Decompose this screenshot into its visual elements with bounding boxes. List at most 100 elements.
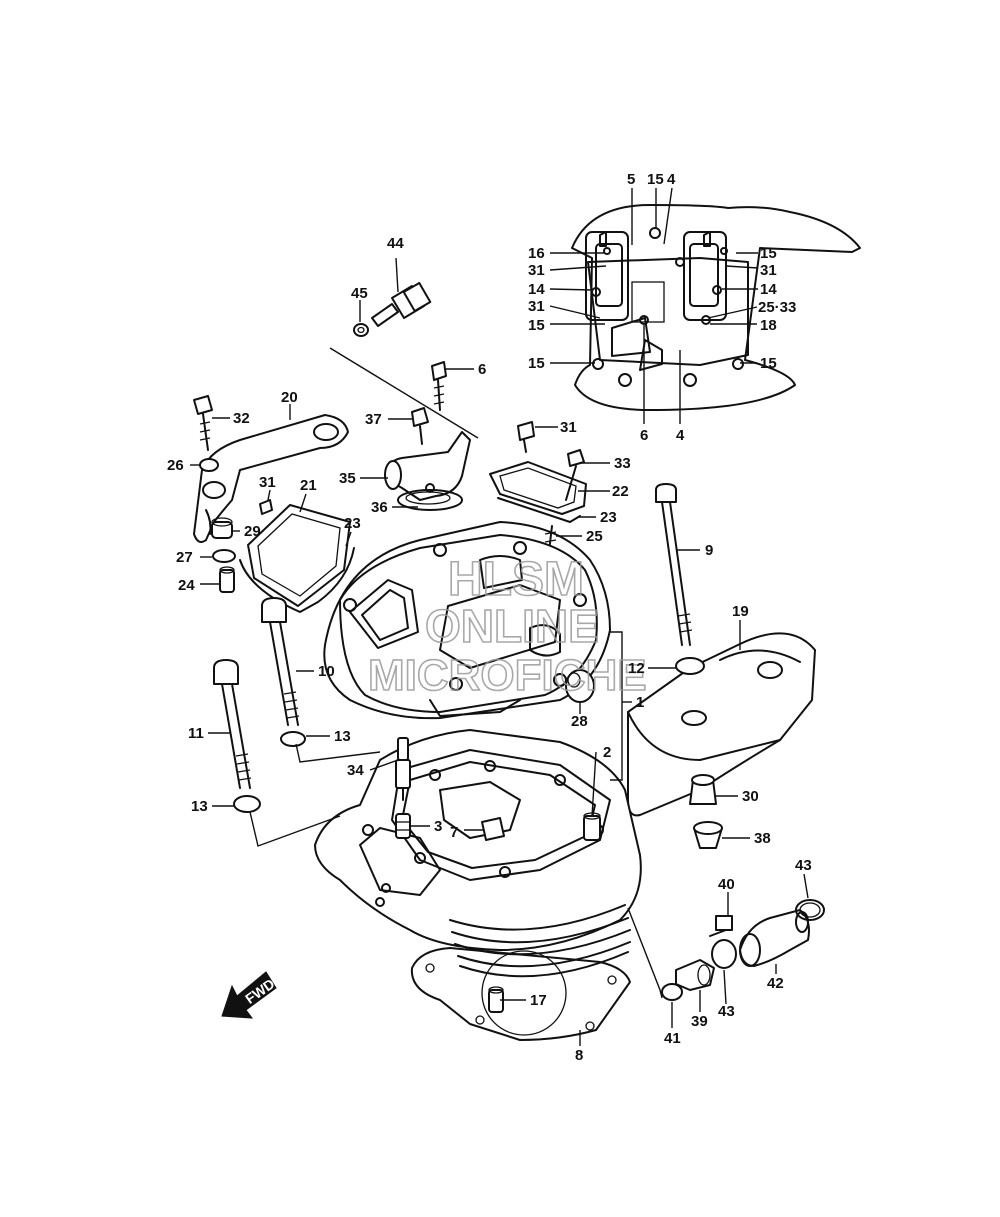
clamp-43-lower	[711, 939, 737, 969]
callout-22: 22	[612, 483, 629, 500]
callout-25: 25	[586, 528, 603, 545]
callout-43: 43	[718, 1003, 735, 1020]
hose-42	[739, 909, 810, 967]
callout-15: 15	[528, 317, 545, 334]
bolt-37	[411, 407, 429, 445]
bolt-32	[193, 395, 213, 451]
callout-26: 26	[167, 457, 184, 474]
callout-21: 21	[300, 477, 317, 494]
callout-23: 23	[344, 515, 361, 532]
valve-cover-21	[239, 504, 355, 613]
callout-20: 20	[281, 389, 298, 406]
callout-4: 4	[676, 427, 685, 444]
inset-leaders	[549, 187, 759, 424]
bolt-31-small	[259, 499, 273, 515]
callout-36: 36	[371, 499, 388, 516]
callout-29: 29	[244, 523, 261, 540]
callout-24: 24	[178, 577, 195, 594]
callout-38: 38	[754, 830, 771, 847]
head-gasket-8	[410, 947, 631, 1041]
spark-plug-34	[395, 737, 411, 801]
callout-31: 31	[760, 262, 777, 279]
cylinder-head-intake-view	[571, 204, 861, 411]
callout-6: 6	[478, 361, 486, 378]
bolt-9	[655, 483, 693, 646]
callout-39: 39	[691, 1013, 708, 1030]
callout-14: 14	[760, 281, 777, 298]
fwd-arrow: FWD	[221, 971, 277, 1019]
callout-31: 31	[528, 262, 545, 279]
cushion-29	[211, 517, 233, 539]
callout-9: 9	[705, 542, 713, 559]
bolt-6	[431, 361, 447, 411]
callout-4: 4	[667, 171, 676, 188]
dowel-17	[488, 986, 504, 1013]
elbow-39	[675, 959, 715, 991]
callout-27: 27	[176, 549, 193, 566]
callout-31: 31	[528, 298, 545, 315]
callout-11: 11	[188, 725, 204, 742]
cushion-38	[693, 821, 723, 849]
washer-27	[212, 549, 236, 563]
callout-15: 15	[528, 355, 545, 372]
bracket-7	[481, 817, 505, 841]
callout-15: 15	[760, 245, 777, 262]
callout-labels: 5 15 4 16 15 31 31 14 14 31 25·33 15 18 …	[167, 171, 812, 1064]
collar-24	[219, 566, 235, 593]
callout-19: 19	[732, 603, 749, 620]
callout-13: 13	[334, 728, 351, 745]
cushion-30	[689, 774, 717, 805]
bracket-20	[193, 414, 349, 543]
cap-19	[627, 632, 816, 817]
callout-12: 12	[628, 660, 645, 677]
callout-3: 3	[434, 818, 442, 835]
union-40	[709, 915, 733, 937]
bolt-31-upper	[517, 421, 535, 453]
leader-lines	[190, 257, 809, 1046]
callout-40: 40	[718, 876, 735, 893]
bolt-11	[213, 659, 252, 789]
callout-44: 44	[387, 235, 404, 252]
callout-17: 17	[530, 992, 547, 1009]
callout-15: 15	[760, 355, 777, 372]
dowel-2	[583, 812, 601, 841]
callout-8: 8	[575, 1047, 583, 1064]
callout-31: 31	[259, 474, 276, 491]
callout-33: 33	[614, 455, 631, 472]
watermark-line-3: MICROFICHE	[368, 651, 647, 700]
callout-35: 35	[339, 470, 356, 487]
callout-15: 15	[647, 171, 664, 188]
clamp-43-upper	[795, 899, 825, 921]
plug-28	[565, 669, 595, 703]
callout-14: 14	[528, 281, 545, 298]
callout-31: 31	[560, 419, 577, 436]
washer-12	[675, 657, 705, 675]
callout-34: 34	[347, 762, 364, 779]
callout-30: 30	[742, 788, 759, 805]
callout-16: 16	[528, 245, 545, 262]
callout-28: 28	[571, 713, 588, 730]
callout-6: 6	[640, 427, 648, 444]
washer-13-upper	[280, 731, 306, 747]
callout-1: 1	[636, 694, 644, 711]
plug-3	[395, 813, 411, 839]
temp-sensor	[353, 281, 432, 337]
cylinder-head-cover	[339, 534, 598, 717]
callout-42: 42	[767, 975, 784, 992]
callout-5: 5	[627, 171, 635, 188]
washer-26	[199, 458, 219, 472]
bolt-10	[261, 597, 300, 726]
callout-43: 43	[795, 857, 812, 874]
callout-10: 10	[318, 663, 335, 680]
callout-45: 45	[351, 285, 368, 302]
watermark-line-2: ONLINE	[425, 600, 599, 652]
callout-23: 23	[600, 509, 617, 526]
watermark-line-1: HLSM	[448, 553, 584, 606]
callout-18: 18	[760, 317, 777, 334]
water-outlet	[384, 431, 471, 511]
watermark: HLSM ONLINE MICROFICHE	[367, 552, 647, 701]
callout-41: 41	[664, 1030, 681, 1047]
cylinder-head	[314, 729, 642, 978]
head-cover-gasket	[323, 521, 611, 720]
